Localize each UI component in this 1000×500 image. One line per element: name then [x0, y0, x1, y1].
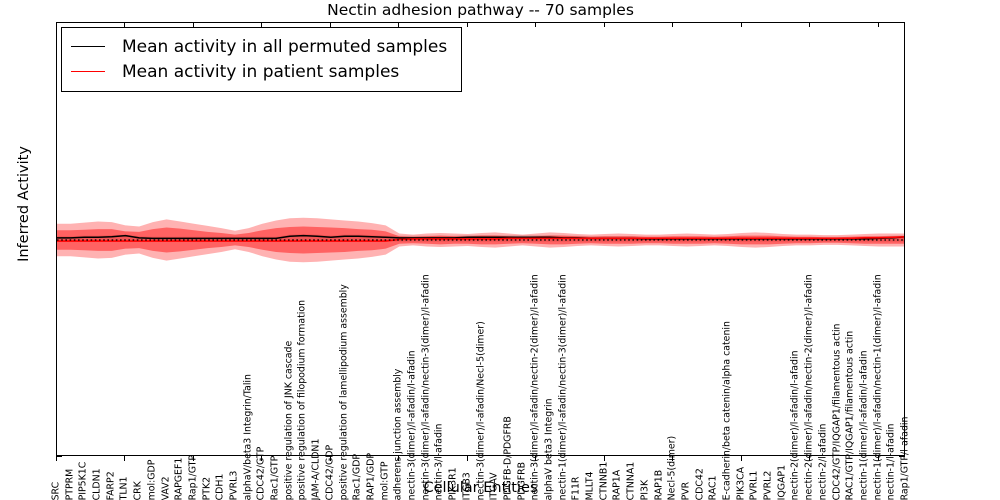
- x-tick-mark: [192, 22, 194, 27]
- x-tick-mark: [740, 22, 742, 27]
- x-tick-mark: [56, 22, 57, 27]
- x-tick-mark: [603, 22, 605, 27]
- x-tick-mark: [124, 22, 126, 27]
- x-tick-mark: [535, 22, 537, 27]
- x-tick-mark: [672, 22, 674, 27]
- x-tick-mark: [192, 456, 194, 461]
- y-tick-mark: [56, 456, 62, 457]
- x-tick-label: nectin-2(dimer)/l-afadin/nectin-2(dimer)…: [803, 273, 815, 500]
- confidence-band: [57, 226, 904, 254]
- x-tick-mark: [329, 22, 331, 27]
- x-tick-label: E-cadherin/beta catenin/alpha catenin: [721, 320, 733, 500]
- x-tick-label: nectin-3(dimer)/l-afadin/l-afadin: [406, 350, 418, 500]
- x-tick-mark: [740, 456, 742, 461]
- chart-title: Nectin adhesion pathway -- 70 samples: [327, 1, 634, 19]
- plot-area: [56, 22, 905, 456]
- x-tick-mark: [56, 456, 57, 461]
- x-tick-label: nectin-1(dimer)/l-afadin/l-afadin: [858, 350, 870, 500]
- x-tick-mark: [603, 456, 605, 461]
- x-tick-label: positive regulation of lamellipodium ass…: [337, 283, 349, 500]
- x-tick-label: positive regulation of JNK cascade: [283, 340, 295, 500]
- x-tick-label: nectin-2(dimer)/l-afadin/l-afadin: [789, 350, 801, 500]
- x-tick-mark: [261, 456, 263, 461]
- confidence-band: [57, 217, 904, 263]
- x-tick-mark: [809, 456, 811, 461]
- x-tick-label: RAC1/GTP/IQGAP1/filamentous actin: [844, 330, 856, 500]
- x-tick-mark: [398, 456, 400, 461]
- legend: Mean activity in all permuted samples Me…: [61, 27, 463, 92]
- x-tick-mark: [398, 22, 400, 27]
- x-tick-mark: [329, 456, 331, 461]
- x-tick-mark: [535, 456, 537, 461]
- x-tick-mark: [877, 456, 879, 461]
- x-tick-mark: [466, 456, 468, 461]
- x-tick-label: positive regulation of filopodium format…: [296, 299, 308, 500]
- series-lines: [57, 234, 904, 242]
- x-tick-label: nectin-3(dimer)/l-afadin/Necl-5(dimer): [474, 320, 486, 500]
- legend-entry-patient: Mean activity in patient samples: [71, 59, 447, 84]
- legend-label-patient: Mean activity in patient samples: [122, 61, 400, 82]
- y-tick-mark: [899, 456, 905, 457]
- y-axis-label: Inferred Activity: [16, 146, 32, 262]
- x-tick-mark: [672, 456, 674, 461]
- x-tick-label: nectin-1(dimer)/l-afadin/nectin-1(dimer)…: [871, 273, 883, 500]
- legend-line-patient: [71, 71, 105, 72]
- x-tick-mark: [809, 22, 811, 27]
- x-tick-mark: [261, 22, 263, 27]
- x-axis-label: Cellular Entities: [423, 480, 538, 496]
- legend-entry-permuted: Mean activity in all permuted samples: [71, 34, 447, 59]
- x-tick-label: nectin-3(dimer)/l-afadin/nectin-2(dimer)…: [529, 273, 541, 500]
- x-tick-mark: [466, 22, 468, 27]
- x-tick-mark: [877, 22, 879, 27]
- legend-label-permuted: Mean activity in all permuted samples: [122, 36, 448, 57]
- series-line: [57, 236, 904, 242]
- x-tick-label: nectin-1(dimer)/l-afadin/nectin-3(dimer)…: [556, 273, 568, 500]
- x-tick-label: CDC42/GTP/IQGAP1/filamentous actin: [830, 323, 842, 500]
- x-tick-mark: [124, 456, 126, 461]
- x-tick-label: nectin-3(dimer)/l-afadin/nectin-3(dimer)…: [420, 273, 432, 500]
- legend-line-permuted: [71, 46, 105, 47]
